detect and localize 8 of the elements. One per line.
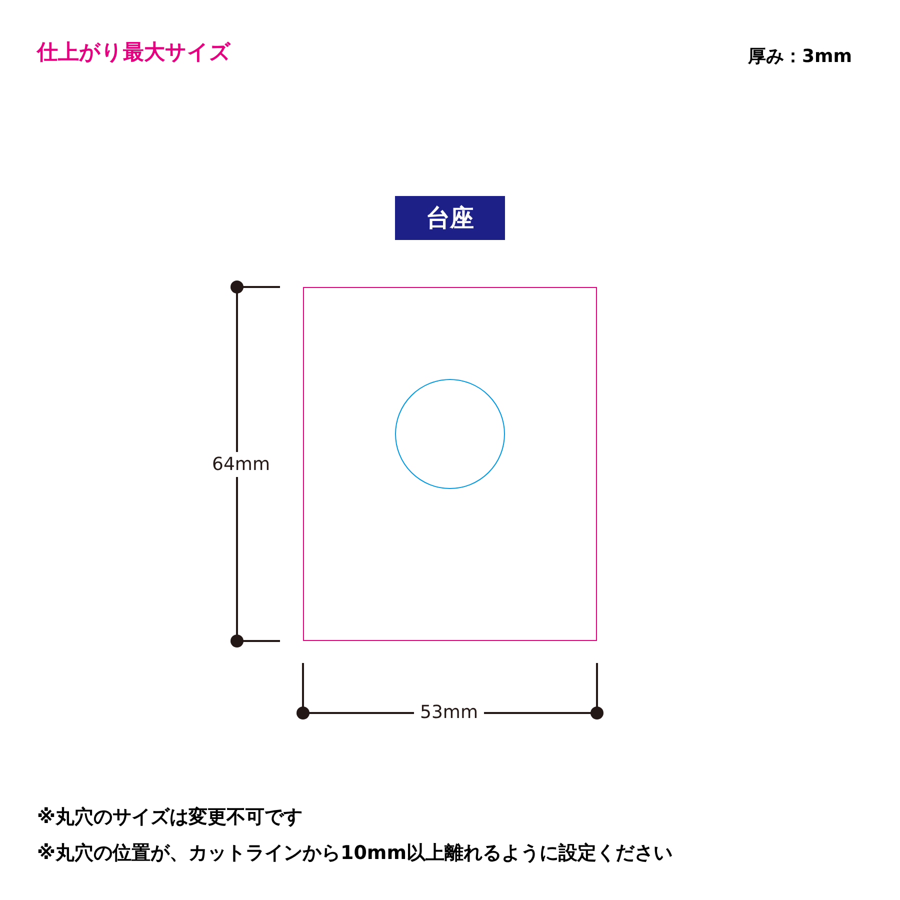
- heading-box: 台座: [395, 196, 505, 240]
- note-text: ※丸穴のサイズは変更不可です: [37, 805, 302, 830]
- thickness-note: 厚み：3mm: [748, 45, 852, 68]
- hole-circle: [395, 379, 505, 489]
- title: 仕上がり最大サイズ: [37, 39, 231, 66]
- note-text: ※丸穴の位置が、カットラインから10mm以上離れるように設定ください: [37, 841, 673, 866]
- dimension-label: 64mm: [212, 452, 270, 477]
- outline-rectangle: [303, 287, 597, 641]
